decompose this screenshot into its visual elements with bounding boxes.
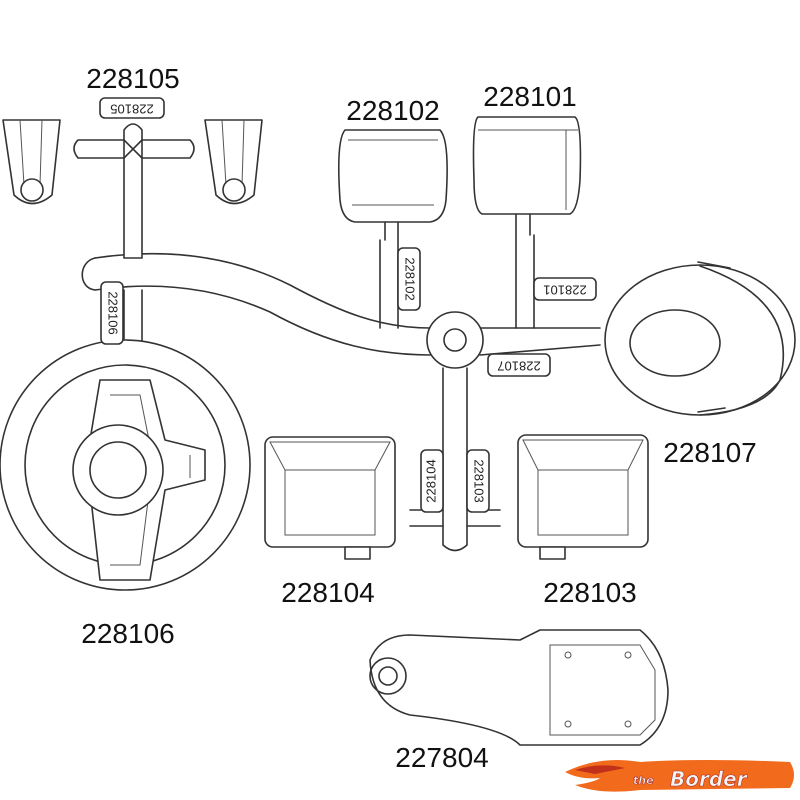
- sprue-tag-228106: 228106: [100, 281, 124, 345]
- label-228101: 228101: [483, 81, 576, 112]
- part-228106-wheel: [0, 339, 251, 591]
- logo-small-text: the: [633, 774, 654, 787]
- sprue-tag-228101: 228101: [533, 277, 597, 301]
- part-228102-block: [337, 129, 448, 329]
- runner-main: [94, 252, 431, 356]
- label-228102: 228102: [346, 95, 439, 126]
- sprue-tag-228107: 228107: [487, 353, 551, 377]
- sprue-tag-228102: 228102: [397, 247, 421, 311]
- label-228105: 228105: [86, 63, 179, 94]
- sprue-tag-228105: 228105: [99, 97, 165, 119]
- runner-right: [479, 327, 601, 356]
- sprue-tag-text: 228104: [423, 459, 438, 502]
- part-228103-block: [517, 434, 649, 560]
- label-228106: 228106: [81, 618, 174, 649]
- sprue-tag-text: 228105: [110, 102, 153, 117]
- logo-main-text: Border: [670, 767, 748, 791]
- runner-hub: [426, 311, 484, 369]
- sprue-tag-text: 228101: [543, 283, 586, 298]
- sprue-tag-text: 228103: [472, 459, 487, 502]
- sprue-tag-text: 228107: [497, 359, 540, 374]
- label-228103: 228103: [543, 577, 636, 608]
- part-227804-arm: [369, 629, 669, 746]
- runner-vertical: [442, 367, 468, 552]
- sprue-tag-228104: 228104: [420, 449, 444, 513]
- part-228104-block: [264, 436, 396, 560]
- part-228105-key: [73, 123, 195, 259]
- sprue-tag-text: 228106: [106, 291, 121, 334]
- sprue-tag-text: 228102: [403, 257, 418, 300]
- part-228101-block: [472, 116, 582, 329]
- label-228104: 228104: [281, 577, 374, 608]
- the-border-logo: the Border: [565, 759, 794, 792]
- label-228107: 228107: [663, 437, 756, 468]
- sprue-tag-228103: 228103: [466, 449, 490, 513]
- part-228107-visor: [604, 261, 796, 416]
- part-228105-cup-left: [2, 119, 61, 205]
- label-227804: 227804: [395, 742, 488, 773]
- part-228105-cup-right: [204, 119, 263, 205]
- runner-end: [81, 257, 96, 291]
